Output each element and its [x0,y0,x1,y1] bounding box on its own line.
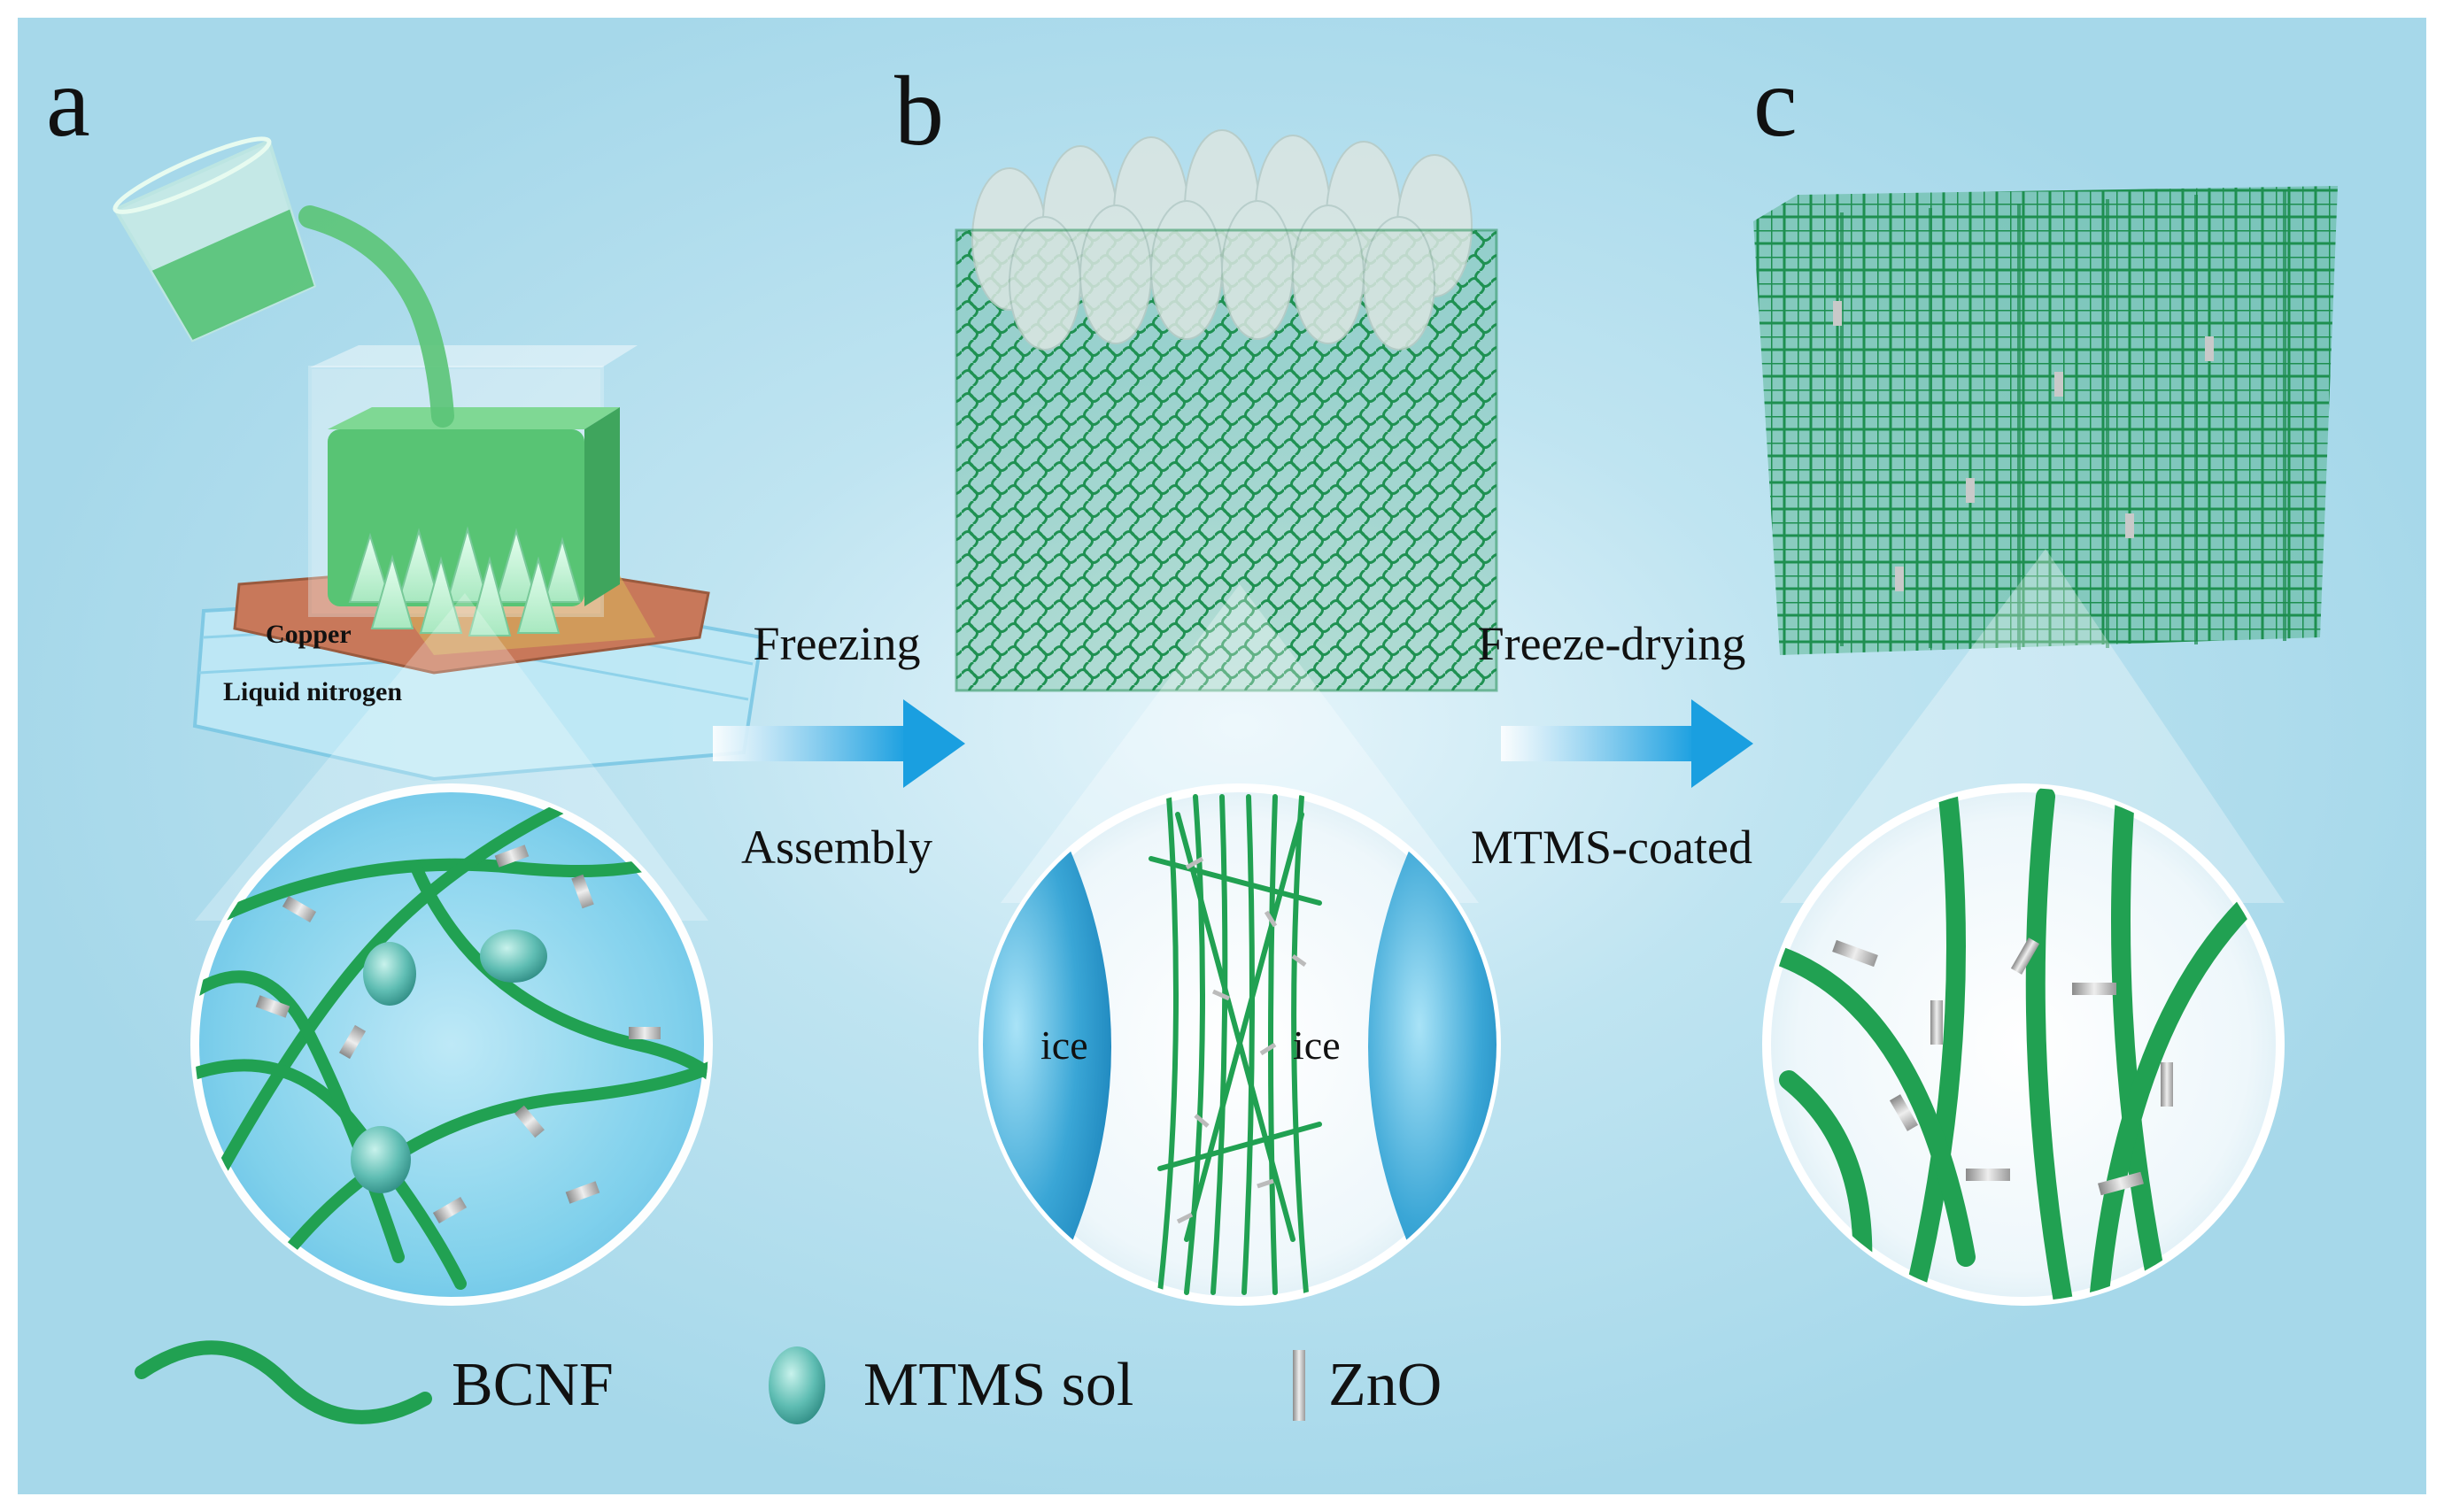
panel-b-monolith [955,129,1498,692]
panel-a-apparatus [112,136,764,782]
panel-label-c: c [1753,48,1798,158]
arrow-freeze-drying [1501,699,1753,788]
copper-label: Copper [266,620,352,649]
legend-label-bcnf: BCNF [452,1351,614,1419]
panel-c-aerogel [1753,186,2338,655]
liquid-nitrogen-label: Liquid nitrogen [223,677,403,706]
step-freezing-label: Freezing [753,617,921,670]
mtms-sol-particle [480,930,547,983]
step-mtms-coated-label: MTMS-coated [1471,821,1752,874]
schematic-artwork [112,129,2338,1424]
step-assembly-label: Assembly [741,821,932,874]
gray-rod-icon [1293,1350,1305,1421]
legend-label-mtms-sol: MTMS sol [863,1351,1134,1419]
mtms-sol-particle [363,942,416,1006]
panel-label-b: b [894,57,944,166]
figure-frame: a b c Copper Liquid nitrogen Freezing As… [18,18,2426,1494]
panel-label-a: a [46,48,90,158]
ice-label-right: ice [1293,1022,1341,1068]
legend-label-zno: ZnO [1328,1351,1442,1419]
green-fiber-icon [135,1340,432,1424]
teal-ellipsoid-icon [769,1346,825,1424]
zoom-circle-c [1762,783,2285,1306]
ice-label-left: ice [1040,1022,1088,1068]
zoom-circle-a [190,783,713,1306]
step-freeze-drying-label: Freeze-drying [1477,617,1746,670]
arrow-freezing [713,699,965,788]
mtms-sol-particle [351,1126,411,1193]
